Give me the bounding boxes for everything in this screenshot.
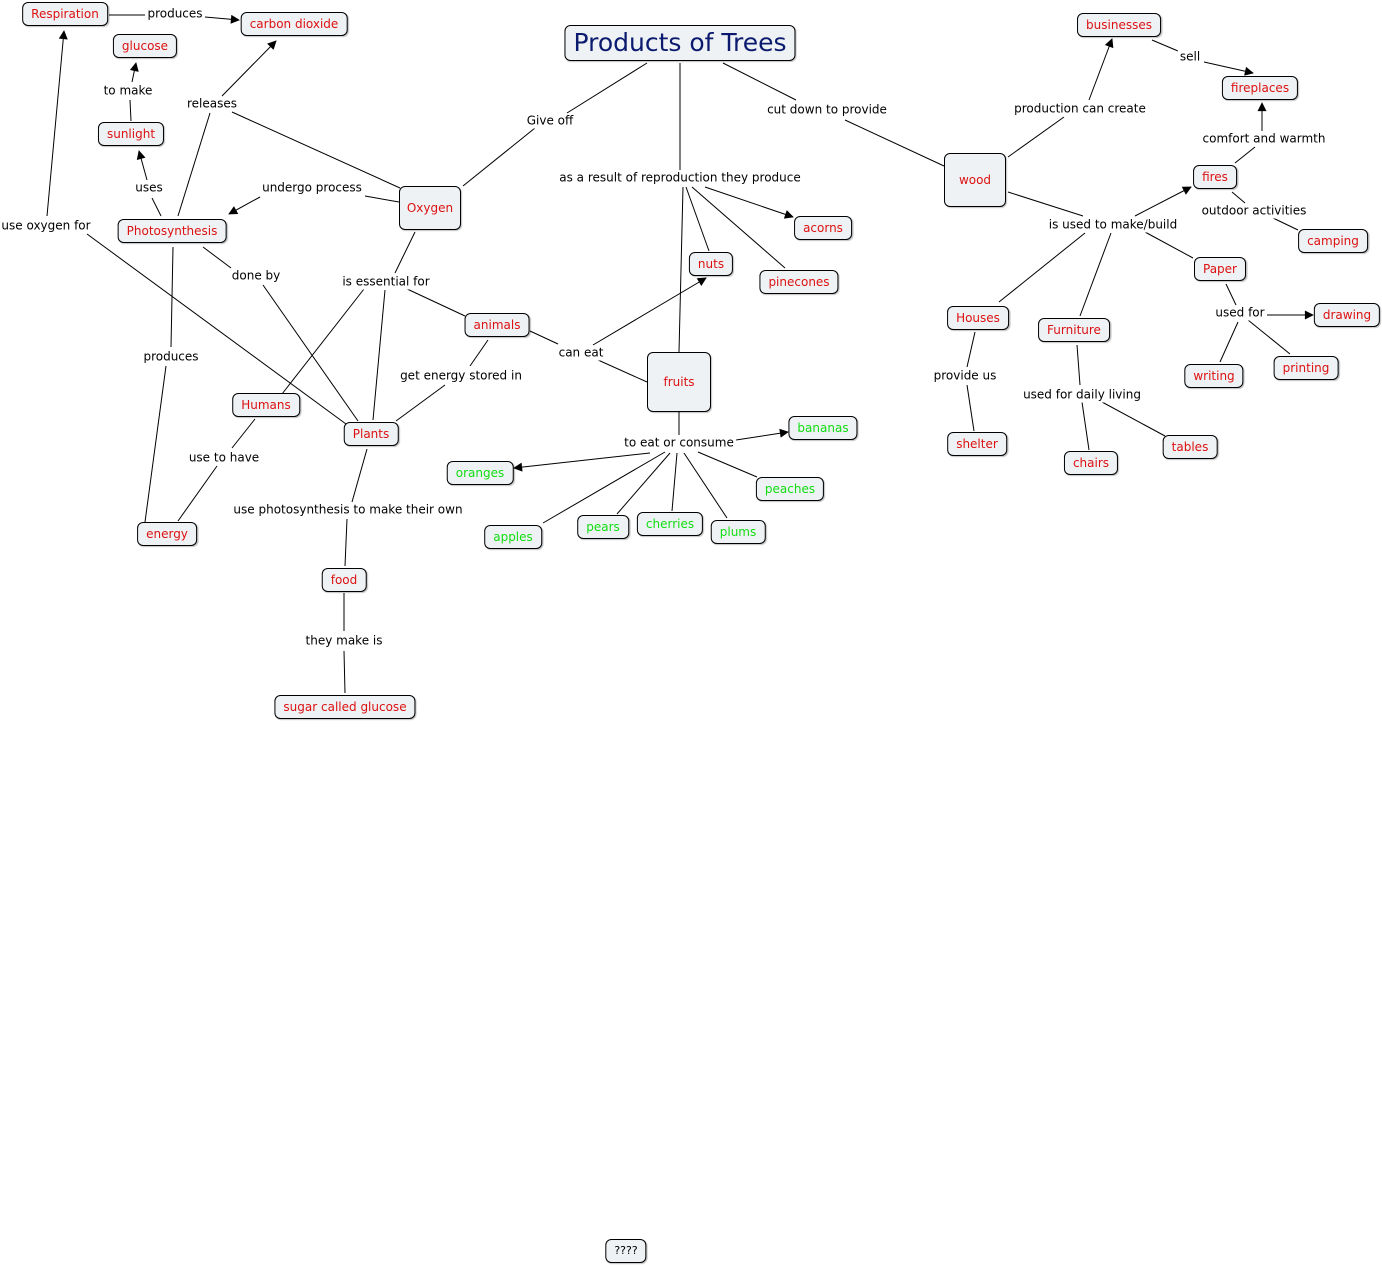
concept-tables[interactable]: tables <box>1162 435 1218 459</box>
concept-food[interactable]: food <box>321 568 367 592</box>
link-to-eat-or-consume: to eat or consume <box>622 435 736 451</box>
concept-respiration[interactable]: Respiration <box>22 2 108 26</box>
concept-businesses[interactable]: businesses <box>1077 13 1161 37</box>
concept-furniture[interactable]: Furniture <box>1038 318 1110 342</box>
concept-fires[interactable]: fires <box>1193 165 1237 189</box>
link-can-eat: can eat <box>556 345 606 361</box>
concept-apples[interactable]: apples <box>484 525 542 549</box>
link-provide-us: provide us <box>931 368 999 384</box>
concept-wood[interactable]: wood <box>944 153 1006 207</box>
link-is-essential-for: is essential for <box>340 274 432 290</box>
link-get-energy-stored-in: get energy stored in <box>398 368 524 384</box>
link-comfort-and-warmth: comfort and warmth <box>1200 131 1328 147</box>
concept-fruits[interactable]: fruits <box>647 352 711 412</box>
link-produces-energy: produces <box>141 349 201 365</box>
link-use-oxygen-for: use oxygen for <box>0 218 93 234</box>
concept-nuts[interactable]: nuts <box>688 252 734 276</box>
concept-camping[interactable]: camping <box>1298 229 1368 253</box>
concept-paper[interactable]: Paper <box>1194 257 1246 281</box>
concept-sunlight[interactable]: sunlight <box>97 122 165 146</box>
link-use-to-have: use to have <box>186 450 262 466</box>
concept-chairs[interactable]: chairs <box>1063 451 1119 475</box>
link-reproduction: as a result of reproduction they produce <box>557 170 803 186</box>
concept-writing[interactable]: writing <box>1184 364 1244 388</box>
link-releases: releases <box>184 96 240 112</box>
link-give-off: Give off <box>524 113 576 129</box>
concept-photosynthesis[interactable]: Photosynthesis <box>117 219 227 243</box>
link-cut-down-to-provide: cut down to provide <box>765 102 889 118</box>
link-used-for: used for <box>1213 305 1267 321</box>
concept-acorns[interactable]: acorns <box>794 216 852 240</box>
link-produces-co2: produces <box>145 6 205 22</box>
concept-printing[interactable]: printing <box>1273 356 1339 380</box>
link-outdoor-activities: outdoor activities <box>1199 203 1309 219</box>
link-is-used-to-make: is used to make/build <box>1046 217 1180 233</box>
concept-oranges[interactable]: oranges <box>446 461 514 485</box>
concept-sugar-called-glucose[interactable]: sugar called glucose <box>274 695 416 719</box>
concept-fireplaces[interactable]: fireplaces <box>1221 76 1299 100</box>
concept-glucose[interactable]: glucose <box>112 34 178 58</box>
concept-peaches[interactable]: peaches <box>755 477 825 501</box>
concept-energy[interactable]: energy <box>137 522 197 546</box>
concept-plants[interactable]: Plants <box>343 422 399 446</box>
concept-humans[interactable]: Humans <box>232 393 300 417</box>
map-title[interactable]: Products of Trees <box>564 25 796 61</box>
concept-carbon-dioxide[interactable]: carbon dioxide <box>240 12 348 36</box>
link-use-photosynthesis: use photosynthesis to make their own <box>231 502 465 518</box>
link-used-for-daily-living: used for daily living <box>1021 387 1143 403</box>
concept-animals[interactable]: animals <box>464 313 530 337</box>
link-done-by: done by <box>229 268 283 284</box>
link-production-can-create: production can create <box>1012 101 1148 117</box>
concept-bananas[interactable]: bananas <box>788 416 858 440</box>
concept-oxygen[interactable]: Oxygen <box>399 186 461 230</box>
concept-unknown[interactable]: ???? <box>605 1239 647 1263</box>
link-sell: sell <box>1177 49 1203 65</box>
link-to-make: to make <box>101 83 155 99</box>
link-undergo-process: undergo process <box>260 180 364 196</box>
concept-shelter[interactable]: shelter <box>947 432 1007 456</box>
concept-pears[interactable]: pears <box>577 515 629 539</box>
concept-cherries[interactable]: cherries <box>636 512 704 536</box>
link-they-make-is: they make is <box>303 633 385 649</box>
concept-houses[interactable]: Houses <box>947 306 1009 330</box>
link-uses: uses <box>133 180 165 196</box>
concept-pinecones[interactable]: pinecones <box>759 270 839 294</box>
concept-plums[interactable]: plums <box>710 520 766 544</box>
concept-drawing[interactable]: drawing <box>1313 303 1381 327</box>
